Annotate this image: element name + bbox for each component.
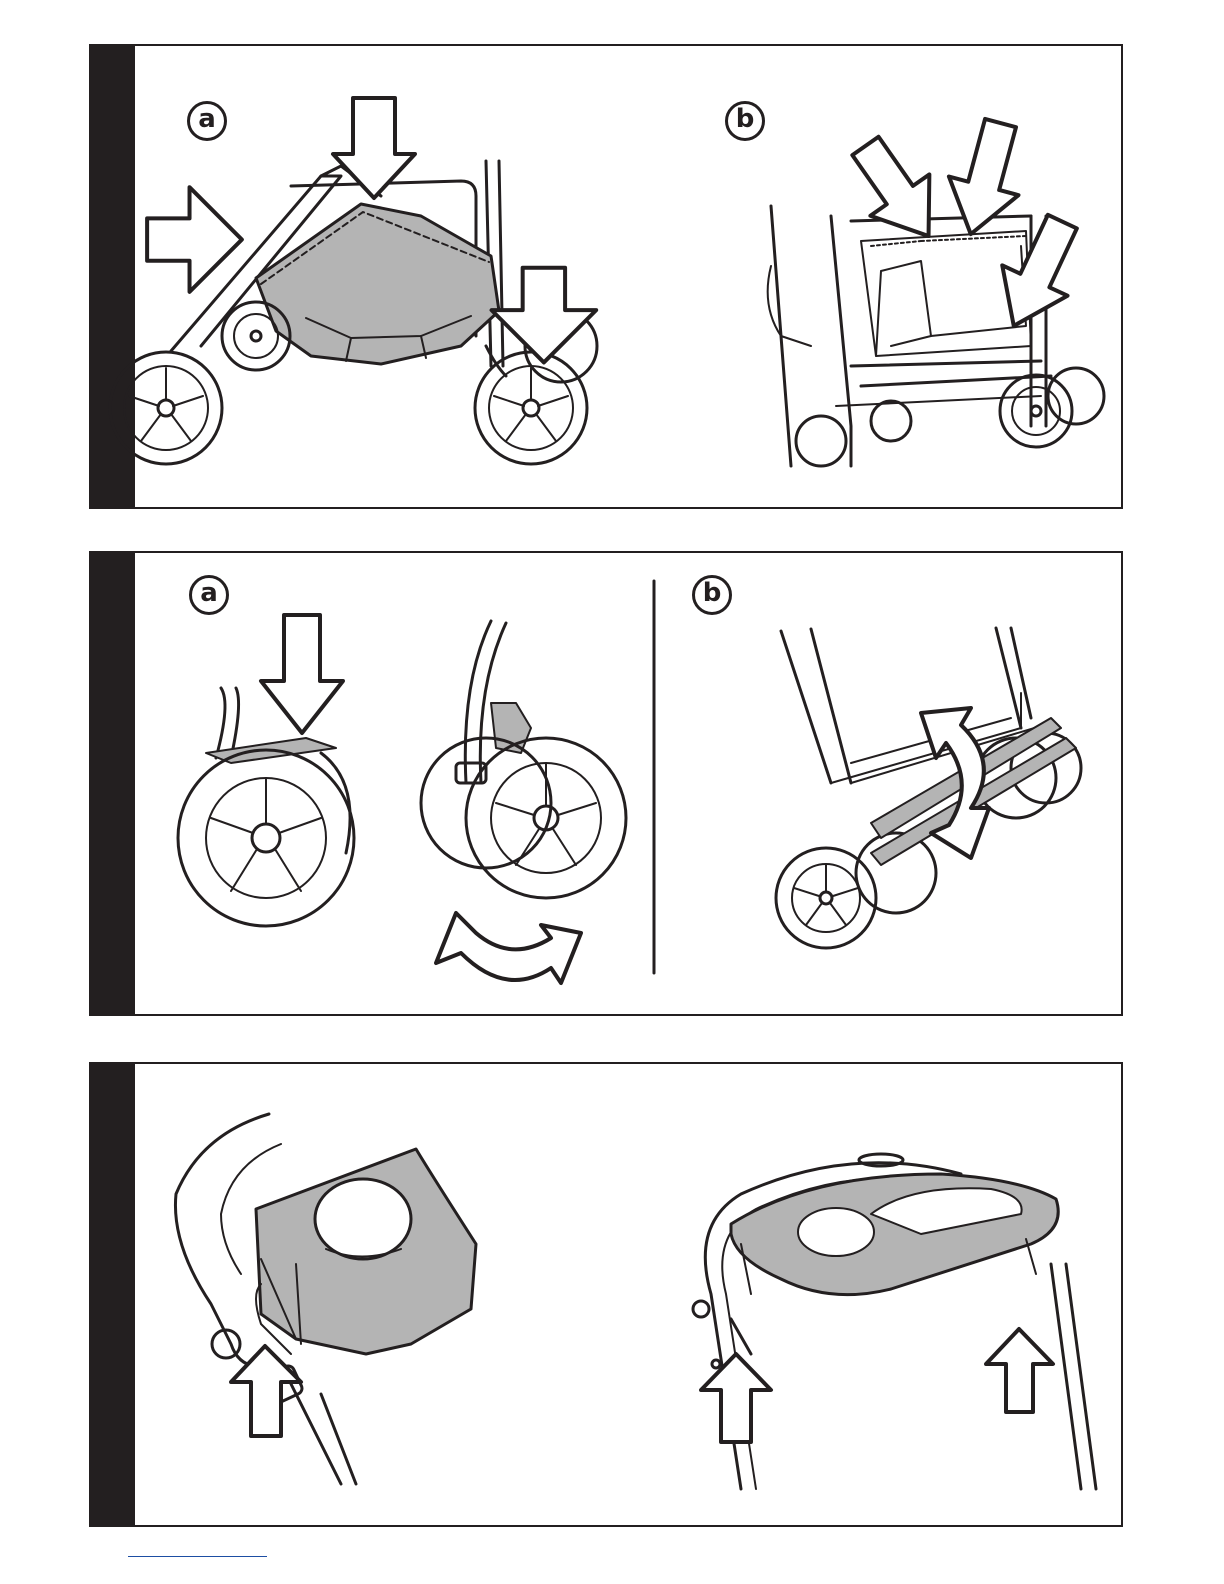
footer-link-underline xyxy=(128,1556,267,1557)
front-wheel-swivel xyxy=(421,621,626,898)
arrow-up-icon xyxy=(701,1354,771,1442)
arrow-diagonal-icon xyxy=(936,114,1035,244)
rotate-arrow-icon xyxy=(436,913,581,983)
front-wheel-brake xyxy=(178,688,354,926)
arrow-diagonal-icon xyxy=(981,206,1095,341)
panel-1-basket: a b xyxy=(89,44,1123,509)
panel-2-wheels: a b xyxy=(89,551,1123,1016)
tray-closeup xyxy=(175,1114,476,1484)
arrow-diagonal-icon xyxy=(126,182,242,298)
tray-illustration xyxy=(91,1064,1121,1525)
panel-3-tray xyxy=(89,1062,1123,1527)
basket-illustration xyxy=(91,46,1121,507)
arrow-up-icon xyxy=(986,1329,1053,1412)
rear-brake-bar xyxy=(776,628,1081,948)
wheels-illustration xyxy=(91,553,1121,1014)
arrow-down-icon xyxy=(261,615,343,733)
tray-full-view xyxy=(693,1154,1096,1489)
